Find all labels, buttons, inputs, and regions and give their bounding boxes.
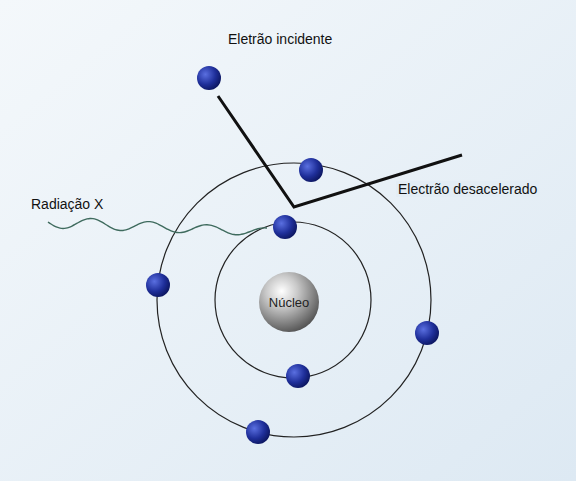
electron: [273, 215, 297, 239]
electron: [299, 158, 323, 182]
incident-electron-label: Eletrão incidente: [226, 31, 334, 47]
electron: [146, 273, 170, 297]
incident-electron: [197, 66, 221, 90]
electron: [246, 420, 270, 444]
outer-orbit: [157, 163, 431, 437]
electrons: [146, 66, 439, 444]
nucleus-shape: [259, 272, 319, 332]
electron: [415, 321, 439, 345]
nucleus-circle: Núcleo: [258, 271, 320, 333]
x-ray-wave-path: [48, 218, 267, 234]
inner-orbit: [215, 222, 371, 378]
decelerated-electron-label: Electrão desacelerado: [396, 181, 539, 197]
x-ray-wave: [48, 218, 267, 234]
x-ray-label: Radiação X: [29, 196, 105, 212]
electron: [286, 364, 310, 388]
nucleus-label: Núcleo: [269, 295, 309, 310]
